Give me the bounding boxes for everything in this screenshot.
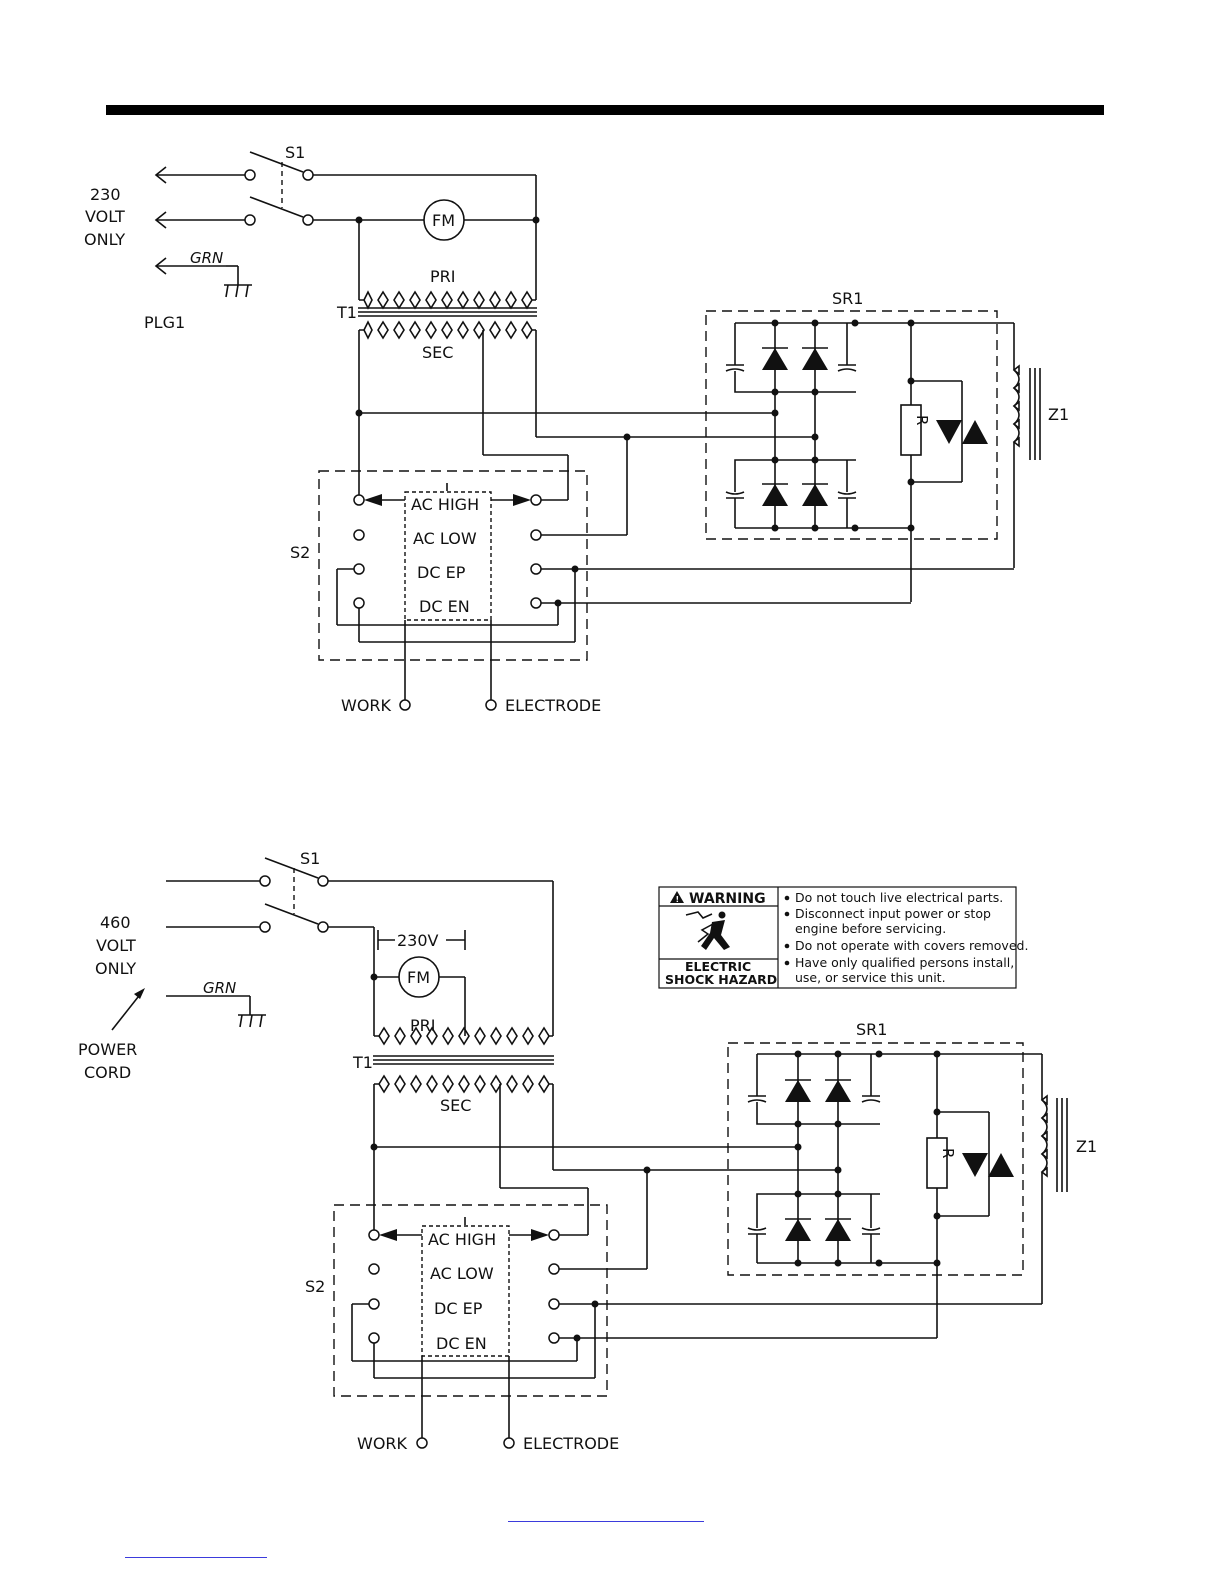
range-ac-low-label: AC LOW [413, 529, 477, 548]
warning-item: engine before servicing. [795, 921, 946, 936]
surge-suppressor-icon [962, 1153, 1014, 1177]
svg-text:!: ! [676, 895, 680, 904]
hazard-label: ELECTRIC [685, 959, 751, 974]
ground-symbol-icon [238, 996, 266, 1028]
switch-label: S1 [300, 849, 320, 868]
work-terminal-label: WORK [341, 696, 392, 715]
secondary-label: SEC [422, 343, 453, 362]
supply-voltage-label: ONLY [95, 959, 136, 978]
warning-item: Have only qualified persons install, [795, 955, 1014, 970]
link-underline[interactable] [125, 1557, 267, 1558]
range-switch-label: S2 [290, 543, 310, 562]
plug-label: PLG1 [144, 313, 185, 332]
tap-voltage-label: 230V [397, 931, 439, 950]
warning-label: ! WARNING ELECTRIC SHOCK HAZARD Do not t… [658, 886, 1028, 989]
rectifier-box [727, 1042, 1024, 1276]
warning-triangle-icon: ! [670, 891, 684, 904]
primary-label: PRI [410, 1016, 435, 1035]
ground-label: GRN [203, 979, 236, 997]
warning-item: Do not touch live electrical parts. [795, 890, 1003, 905]
switch-label: S1 [285, 143, 305, 162]
range-dc-en-label: DC EN [419, 597, 470, 616]
range-dc-ep-label: DC EP [417, 563, 466, 582]
surge-suppressor-icon [936, 420, 988, 444]
reactor-label: Z1 [1076, 1137, 1097, 1156]
warning-item: Do not operate with covers removed. [795, 938, 1028, 953]
resistor-label: R [939, 1148, 957, 1158]
power-cord-label: CORD [84, 1063, 131, 1082]
range-switch-label: S2 [305, 1277, 325, 1296]
range-switch-box [318, 470, 588, 661]
range-ac-low-label: AC LOW [430, 1264, 494, 1283]
range-ac-high-label: AC HIGH [411, 495, 479, 514]
primary-label: PRI [430, 267, 455, 286]
fan-motor-label: FM [407, 968, 430, 987]
electrode-terminal-label: ELECTRODE [505, 696, 601, 715]
fan-motor-icon [398, 956, 440, 998]
electrode-terminal-label: ELECTRODE [523, 1434, 619, 1453]
warning-title: WARNING [689, 891, 766, 907]
hazard-label: SHOCK HAZARD [665, 972, 777, 987]
rectifier-label: SR1 [832, 289, 863, 308]
warning-item: use, or service this unit. [795, 970, 946, 985]
supply-voltage-label: VOLT [96, 936, 136, 955]
fan-motor-icon [423, 199, 465, 241]
transformer-label: T1 [336, 303, 357, 322]
header-rule [106, 105, 1104, 115]
link-underline[interactable] [508, 1521, 704, 1522]
transformer-label: T1 [352, 1053, 373, 1072]
resistor-icon [926, 1137, 948, 1189]
resistor-icon [900, 404, 922, 456]
work-terminal-label: WORK [357, 1434, 408, 1453]
rectifier-label: SR1 [856, 1020, 887, 1039]
rectifier-box [705, 310, 998, 540]
resistor-label: R [913, 415, 931, 425]
arrow-left-icon [154, 166, 250, 275]
electric-shock-icon [685, 911, 730, 950]
secondary-label: SEC [440, 1096, 471, 1115]
supply-voltage-label: 460 [100, 913, 131, 932]
power-cord-label: POWER [78, 1040, 137, 1059]
diagram-top: 230 VOLT ONLY GRN PLG1 S1 FM [84, 143, 1069, 715]
warning-item: Disconnect input power or stop [795, 906, 991, 921]
range-ac-high-label: AC HIGH [428, 1230, 496, 1249]
fan-motor-label: FM [432, 211, 455, 230]
range-switch-box [333, 1204, 608, 1397]
arrow-pointer-icon [111, 988, 145, 1031]
supply-voltage-label: VOLT [85, 207, 125, 226]
reactor-label: Z1 [1048, 405, 1069, 424]
supply-voltage-label: 230 [90, 185, 121, 204]
supply-voltage-label: ONLY [84, 230, 125, 249]
ground-label: GRN [190, 249, 223, 267]
range-dc-en-label: DC EN [436, 1334, 487, 1353]
diagram-bottom: 460 VOLT ONLY GRN POWER CORD S1 [78, 849, 1097, 1453]
range-dc-ep-label: DC EP [434, 1299, 483, 1318]
ground-symbol-icon [224, 265, 252, 298]
